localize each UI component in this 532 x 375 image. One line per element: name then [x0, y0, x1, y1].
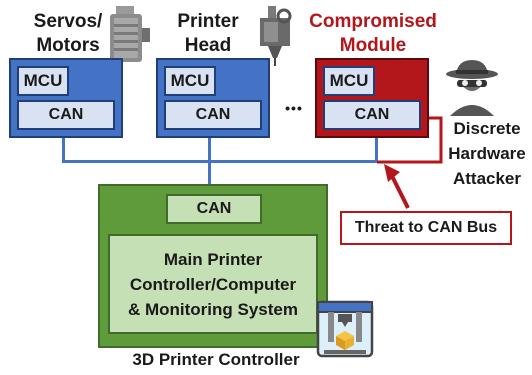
attacker-wire [377, 116, 443, 164]
main-controller-line: Controller/Computer [129, 274, 297, 294]
can-bus-drop [375, 138, 378, 162]
compromised-module-header: Compromised Module [298, 10, 448, 58]
header-line: Servos/ [33, 11, 103, 32]
controller-can-chip: CAN [166, 194, 262, 224]
controller-board: CAN Main Printer Controller/Computer & M… [98, 184, 328, 348]
can-bus-drop [208, 138, 211, 162]
main-controller-line: & Monitoring System [127, 299, 298, 319]
compromised-module: MCU CAN [315, 58, 429, 138]
can-chip: CAN [164, 100, 262, 130]
header-line: Module [339, 35, 407, 56]
attacker-line: Attacker [452, 169, 522, 188]
servos-motors-header: Servos/ Motors [28, 10, 108, 58]
main-controller-line: Main Printer [163, 249, 263, 269]
mcu-chip: MCU [164, 66, 216, 96]
attacker-label: Discrete Hardware Attacker [442, 116, 532, 191]
more-modules-ellipsis: ••• [285, 100, 303, 116]
attacker-line: Hardware [448, 144, 526, 163]
header-line: Printer [177, 11, 239, 32]
threat-label: Threat to CAN Bus [340, 211, 512, 245]
attacker-line: Discrete [453, 119, 521, 138]
printer-head-header: Printer Head [168, 10, 248, 58]
printer-head-module: MCU CAN [156, 58, 270, 138]
spy-icon [446, 60, 498, 116]
can-chip: CAN [17, 100, 115, 130]
printer-head-icon [260, 6, 292, 66]
servo-motor-icon [110, 6, 150, 62]
can-chip: CAN [323, 100, 421, 130]
can-bus-line [62, 160, 378, 163]
can-bus-to-controller [208, 160, 211, 184]
servos-module: MCU CAN [9, 58, 123, 138]
header-line: Head [184, 35, 232, 56]
main-controller-block: Main Printer Controller/Computer & Monit… [108, 234, 318, 334]
controller-caption: 3D Printer Controller [132, 350, 300, 369]
header-line: Motors [36, 35, 100, 56]
mcu-chip: MCU [323, 66, 375, 96]
mcu-chip: MCU [17, 66, 69, 96]
can-bus-drop [62, 138, 65, 162]
threat-arrow [384, 164, 410, 209]
header-line: Compromised [309, 11, 437, 32]
3d-printer-icon [316, 300, 374, 358]
